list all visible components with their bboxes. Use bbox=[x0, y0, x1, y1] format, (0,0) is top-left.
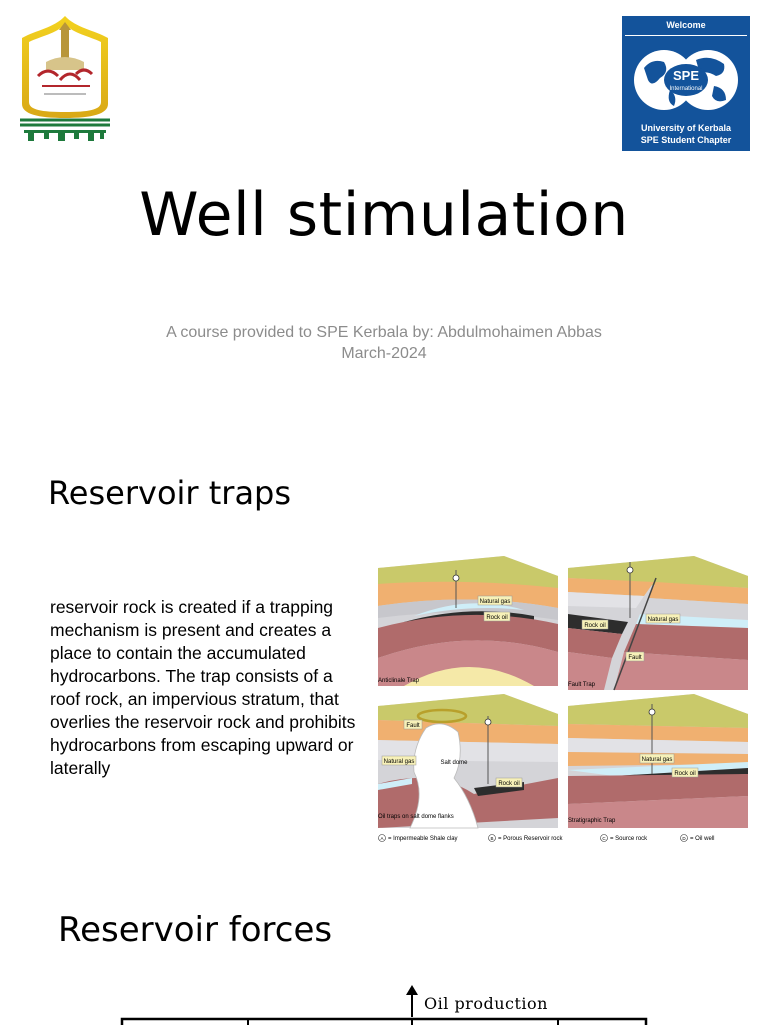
section-heading-traps: Reservoir traps bbox=[48, 474, 292, 512]
chapter-name: SPE Student Chapter bbox=[640, 135, 732, 145]
fig-label-natural-gas-2: Natural gas bbox=[648, 617, 679, 623]
legend-key-a: A bbox=[380, 836, 383, 841]
fig-label-rock-oil-3: Rock oil bbox=[498, 781, 519, 787]
fig-label-fault-2: Fault bbox=[406, 723, 420, 729]
reservoir-forces-diagram bbox=[120, 985, 648, 1025]
welcome-label: Welcome bbox=[666, 20, 706, 30]
legend-key-c: C bbox=[602, 836, 606, 841]
svg-text:SPE: SPE bbox=[673, 68, 699, 83]
legend-key-d: D bbox=[682, 836, 686, 841]
fig-label-natural-gas-4: Natural gas bbox=[642, 757, 673, 763]
legend-key-b: B bbox=[490, 836, 493, 841]
legend-text-a: = Impermeable Shale clay bbox=[388, 836, 458, 842]
fig-caption-fault: Fault Trap bbox=[568, 682, 596, 688]
university-name-arabic bbox=[24, 130, 106, 141]
svg-text:International: International bbox=[669, 86, 702, 92]
subtitle-author: A course provided to SPE Kerbala by: Abd… bbox=[166, 324, 602, 341]
fig-label-fault-1: Fault bbox=[628, 655, 642, 661]
fig-label-rock-oil-2: Rock oil bbox=[584, 623, 605, 629]
fig-caption-stratigraphic: Stratigraphic Trap bbox=[568, 818, 616, 824]
fig-caption-salt-dome: Oil traps on salt dome flanks bbox=[378, 814, 454, 820]
fig-label-natural-gas-3: Natural gas bbox=[384, 759, 415, 765]
up-arrow-icon bbox=[406, 985, 418, 1017]
fig-caption-anticline: Anticlinale Trap bbox=[378, 678, 420, 684]
oil-production-label: Oil production bbox=[424, 994, 548, 1013]
legend-text-b: = Porous Reservoir rock bbox=[498, 836, 564, 842]
figure-legend: A = Impermeable Shale clay B = Porous Re… bbox=[378, 834, 715, 842]
fig-label-rock-oil-1: Rock oil bbox=[486, 615, 507, 621]
reservoir-traps-figure: Natural gas Rock oil Anticlinale Trap Ro… bbox=[378, 556, 748, 842]
chapter-university: University of Kerbala bbox=[640, 123, 732, 133]
welcome-divider bbox=[625, 35, 747, 36]
university-emblem-logo bbox=[20, 16, 110, 141]
page-title: Well stimulation bbox=[139, 180, 629, 250]
fig-label-natural-gas-1: Natural gas bbox=[480, 599, 511, 605]
traps-body-text: reservoir rock is created if a trapping … bbox=[50, 597, 356, 778]
fault-trap-panel: Rock oil Natural gas Fault Fault Trap bbox=[568, 556, 748, 691]
anticline-trap-panel: Natural gas Rock oil Anticlinale Trap bbox=[378, 556, 558, 686]
fig-label-salt-dome: Salt dome bbox=[440, 760, 468, 766]
legend-text-c: = Source rock bbox=[610, 836, 648, 842]
globe-icon: SPE International bbox=[634, 50, 738, 110]
fig-label-rock-oil-4: Rock oil bbox=[674, 771, 695, 777]
subtitle-date: March-2024 bbox=[341, 345, 427, 362]
legend-text-d: = Oil well bbox=[690, 836, 715, 842]
section-heading-forces: Reservoir forces bbox=[58, 910, 333, 950]
subtitle: A course provided to SPE Kerbala by: Abd… bbox=[0, 322, 768, 364]
stratigraphic-trap-panel: Natural gas Rock oil Stratigraphic Trap bbox=[568, 694, 748, 828]
spe-chapter-logo: Welcome SPE International University of … bbox=[622, 16, 750, 151]
salt-dome-trap-panel: Fault Natural gas Salt dome Rock oil Oil… bbox=[378, 694, 558, 829]
